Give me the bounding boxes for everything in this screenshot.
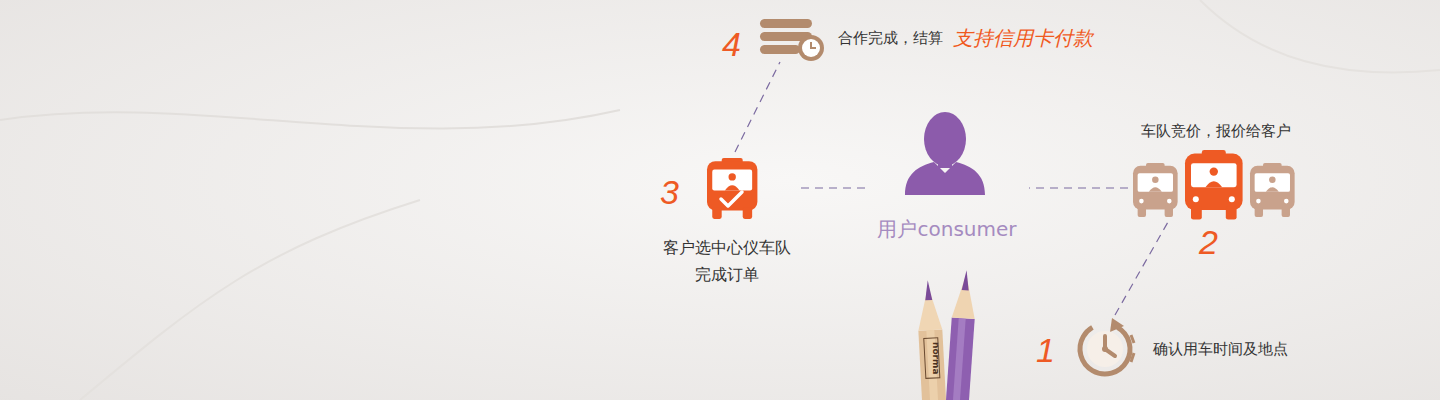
step-group: 客户选中心仪车队 完成订单 — [655, 152, 799, 292]
settlement-icon — [760, 45, 800, 54]
dashed-connector — [799, 187, 865, 188]
paper-wrinkle — [1200, 0, 1440, 72]
bidding-buses-icon — [1284, 199, 1289, 204]
wood-pencil — [918, 329, 946, 400]
selected-bus-icon — [721, 192, 742, 206]
user-figure — [924, 112, 966, 166]
step-text: 确认用车时间及地点 — [1153, 340, 1288, 359]
bidding-buses-icon — [1133, 163, 1178, 217]
clock-icon — [1071, 315, 1139, 383]
callout-number: 3 — [660, 175, 679, 209]
callout-number: 4 — [722, 27, 741, 61]
user-figure — [905, 112, 985, 195]
step-text: 客户选中心仪车队 完成订单 — [655, 234, 799, 288]
settlement-icon — [760, 19, 824, 61]
step-text: 车队竞价，报价给客户 — [1128, 122, 1304, 140]
clock-icon — [1110, 318, 1124, 332]
step-highlight: 支持信用卡付款 — [953, 25, 1093, 52]
user-group: 用户consumer — [865, 108, 1029, 246]
clock-icon — [1071, 315, 1139, 383]
wood-pencil — [924, 338, 940, 379]
dashed-connector — [1115, 222, 1168, 315]
bidding-buses-icon — [1139, 196, 1289, 203]
bidding-buses-icon — [1133, 150, 1295, 220]
purple-pencil — [962, 270, 970, 290]
callout-number: 1 — [1036, 333, 1055, 367]
pencil-brand: norma — [931, 342, 940, 374]
bidding-buses-icon — [1139, 199, 1144, 204]
selected-bus-icon — [707, 158, 757, 219]
step-group: 确认用车时间及地点 — [1070, 315, 1292, 383]
bidding-buses-icon — [1193, 196, 1199, 202]
step-text: 用户consumer — [865, 216, 1029, 242]
bidding-buses-icon — [1256, 199, 1261, 204]
bidding-buses-icon — [1167, 199, 1172, 204]
dashed-connector — [1029, 187, 1128, 188]
bidding-buses-icon — [1185, 150, 1243, 220]
purple-pencil — [945, 270, 978, 400]
purple-pencil — [945, 317, 974, 400]
callout-number: 2 — [1199, 225, 1218, 259]
bidding-buses-icon — [1229, 196, 1235, 202]
clock-icon — [1131, 335, 1134, 362]
clock-icon — [1102, 346, 1108, 352]
settlement-icon — [802, 39, 820, 57]
step-group: 合作完成，结算支持信用卡付款 — [755, 14, 1097, 62]
paper-wrinkle — [80, 200, 420, 400]
bidding-buses-icon — [1250, 163, 1295, 217]
wood-pencil — [924, 280, 932, 300]
user-figure — [905, 162, 985, 195]
clock-icon — [1105, 336, 1115, 356]
settlement-icon — [760, 19, 812, 28]
purple-pencil — [952, 318, 965, 400]
settlement-icon — [811, 42, 816, 48]
step-group: 车队竞价，报价给客户 — [1128, 118, 1304, 222]
wood-pencil — [916, 280, 947, 400]
user-figure — [938, 158, 952, 168]
selected-bus-icon — [707, 158, 757, 219]
dashed-connector — [735, 62, 780, 152]
paper-wrinkle — [0, 110, 620, 129]
clock-icon — [1087, 331, 1123, 367]
settlement-icon — [798, 35, 824, 61]
step-text: 合作完成，结算 — [838, 29, 943, 48]
